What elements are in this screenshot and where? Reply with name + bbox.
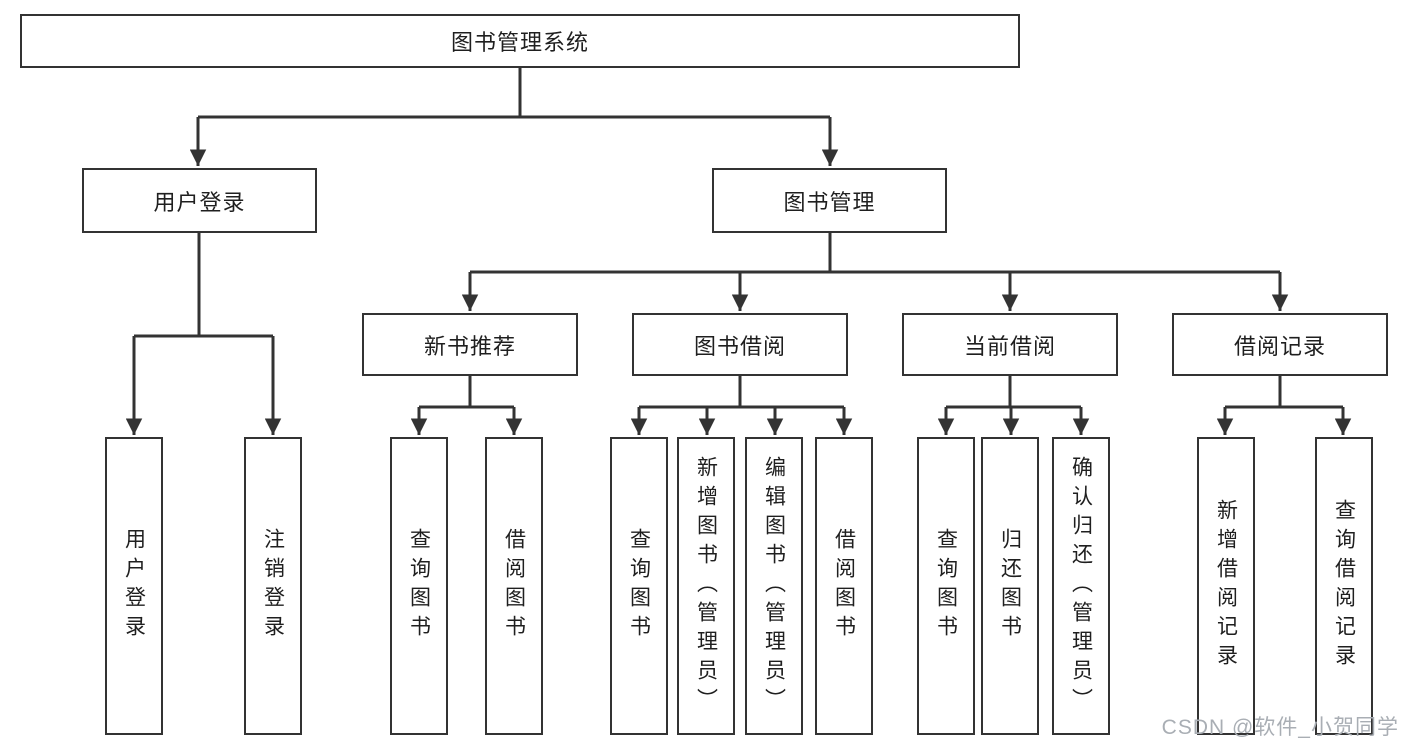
csdn-watermark: CSDN @软件_小贺同学: [1161, 716, 1399, 739]
leaf-confirm-return-admin-label: 确认归还（管理员）: [1069, 455, 1093, 717]
node-user-login: 用户登录: [82, 168, 317, 233]
leaf-add-book-admin-label: 新增图书（管理员）: [694, 455, 718, 717]
node-book-management: 图书管理: [712, 168, 947, 233]
node-book-management-label: 图书管理: [783, 189, 876, 215]
leaf-borrow-books-label: 借阅图书: [832, 528, 856, 644]
leaf-add-book-admin: 新增图书（管理员）: [677, 437, 735, 735]
connector-root-trunk: [198, 68, 830, 119]
node-book-borrowing: 图书借阅: [632, 313, 848, 376]
node-new-book-recommendation-label: 新书推荐: [423, 333, 516, 359]
node-borrowing-records: 借阅记录: [1172, 313, 1388, 376]
leaf-confirm-return-admin: 确认归还（管理员）: [1052, 437, 1110, 735]
node-library-system: 图书管理系统: [20, 14, 1020, 68]
connector-current-borrow-trunk: [946, 376, 1081, 409]
leaf-return-books-label: 归还图书: [998, 528, 1022, 644]
leaf-edit-book-admin: 编辑图书（管理员）: [745, 437, 803, 735]
leaf-logout: 注销登录: [244, 437, 302, 735]
node-current-borrowing: 当前借阅: [902, 313, 1118, 376]
leaf-borrow-books-recommend: 借阅图书: [485, 437, 543, 735]
node-library-system-label: 图书管理系统: [450, 30, 589, 55]
connector-borrow-records-trunk: [1225, 376, 1343, 409]
node-borrowing-records-label: 借阅记录: [1233, 333, 1326, 359]
leaf-user-login-label: 用户登录: [122, 528, 146, 644]
leaf-query-borrow-record-label: 查询借阅记录: [1332, 499, 1356, 673]
leaf-user-login: 用户登录: [105, 437, 163, 735]
connector-new-book-trunk: [419, 376, 514, 409]
node-new-book-recommendation: 新书推荐: [362, 313, 578, 376]
leaf-query-books-recommend: 查询图书: [390, 437, 448, 735]
connector-user-login-trunk: [134, 233, 273, 338]
leaf-borrow-books: 借阅图书: [815, 437, 873, 735]
leaf-add-borrow-record-label: 新增借阅记录: [1214, 499, 1238, 673]
node-user-login-label: 用户登录: [153, 189, 246, 215]
leaf-logout-label: 注销登录: [261, 528, 285, 644]
node-current-borrowing-label: 当前借阅: [963, 333, 1056, 359]
leaf-query-books-recommend-label: 查询图书: [407, 528, 431, 644]
leaf-edit-book-admin-label: 编辑图书（管理员）: [762, 455, 786, 717]
leaf-query-borrow-record: 查询借阅记录: [1315, 437, 1373, 735]
node-book-borrowing-label: 图书借阅: [693, 333, 786, 359]
leaf-return-books: 归还图书: [981, 437, 1039, 735]
connector-book-borrow-trunk: [639, 376, 844, 409]
leaf-borrow-books-recommend-label: 借阅图书: [502, 528, 526, 644]
leaf-add-borrow-record: 新增借阅记录: [1197, 437, 1255, 735]
leaf-query-books-borrow-label: 查询图书: [627, 528, 651, 644]
leaf-query-books-current-label: 查询图书: [934, 528, 958, 644]
connector-book-management-trunk: [470, 233, 1280, 274]
leaf-query-books-current: 查询图书: [917, 437, 975, 735]
leaf-query-books-borrow: 查询图书: [610, 437, 668, 735]
